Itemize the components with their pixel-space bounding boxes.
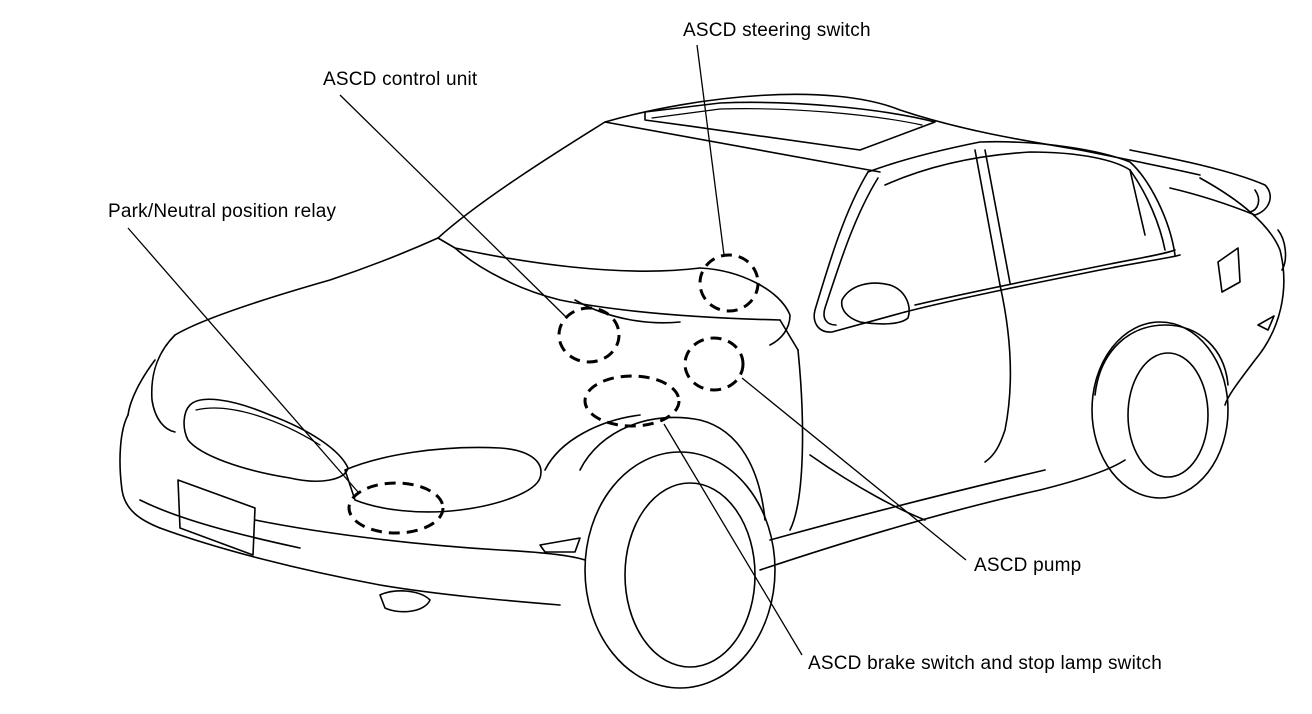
leader-pump [741, 377, 967, 561]
label-brake-switch: ASCD brake switch and stop lamp switch [808, 653, 1162, 674]
label-pn-relay: Park/Neutral position relay [108, 201, 337, 222]
component-markers [347, 253, 760, 535]
label-pump: ASCD pump [974, 555, 1082, 576]
leader-pn-relay [127, 227, 359, 493]
leader-lines [127, 44, 967, 656]
label-steering-switch: ASCD steering switch [683, 20, 871, 41]
marker-pn-relay [347, 481, 445, 535]
leader-steering-switch [696, 44, 725, 256]
marker-control-unit [557, 306, 621, 364]
marker-brake-switch [583, 374, 681, 428]
marker-steering-switch [698, 253, 760, 313]
leader-brake-switch [663, 423, 803, 656]
car-body [119, 93, 1287, 689]
leader-control-unit [339, 94, 567, 318]
label-control-unit: ASCD control unit [323, 69, 478, 90]
marker-pump [683, 336, 745, 392]
